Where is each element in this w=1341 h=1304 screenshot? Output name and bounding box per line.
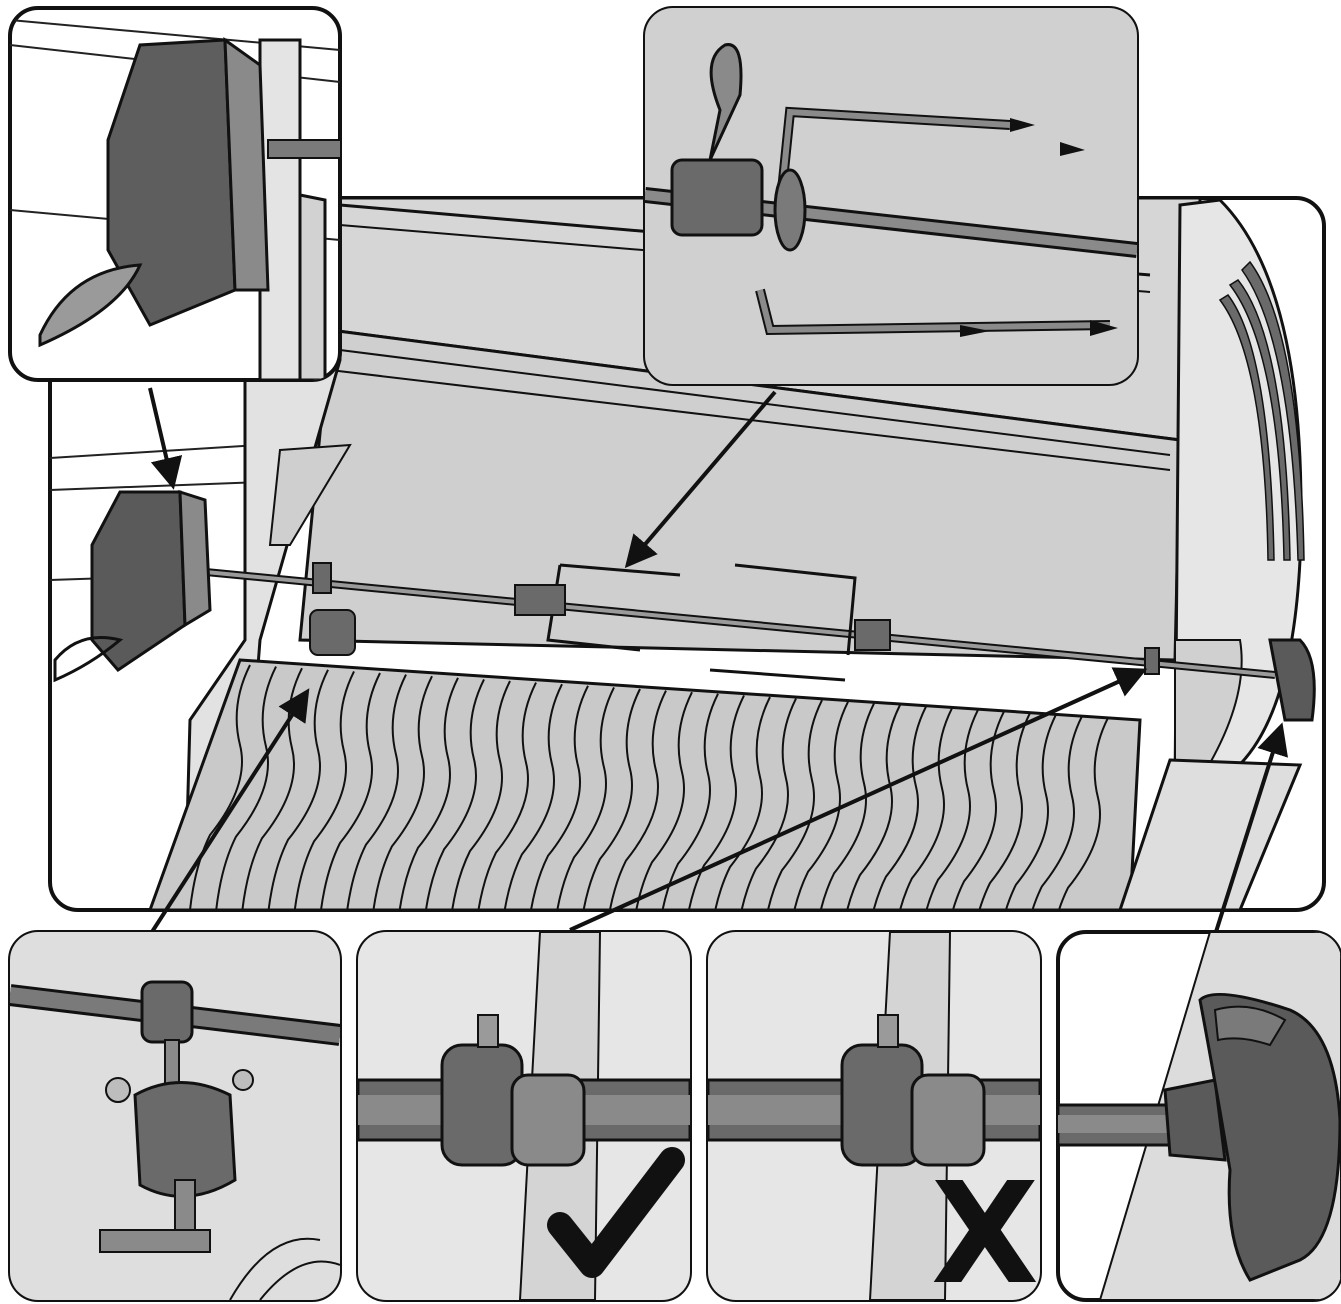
grate-bar [527, 685, 589, 910]
grate-bar [761, 699, 823, 910]
grate-bar [943, 710, 1005, 910]
grate-bar [423, 678, 485, 910]
grate-bar [657, 693, 719, 910]
grate-bar [995, 714, 1057, 910]
collar-correct-position-icon [440, 1043, 524, 1167]
grate-bar [735, 698, 797, 910]
callout-spit-fork [643, 6, 1139, 386]
grate-bar [215, 666, 277, 910]
grate-bar [475, 682, 537, 910]
grate-bar [709, 696, 771, 910]
callout-collar-incorrect: X [706, 930, 1042, 1304]
grate-bar [345, 674, 407, 910]
grate-bar [631, 691, 693, 910]
grate-bar [319, 672, 381, 910]
grate-bar [397, 677, 459, 910]
spit-handle-icon [1198, 992, 1341, 1282]
grate-bar [371, 675, 433, 910]
grate-bar [969, 712, 1031, 910]
x-mark-icon: X [931, 1153, 1039, 1304]
spit-handle [1268, 638, 1316, 722]
callout-collar-correct [356, 930, 692, 1302]
check-mark-icon [547, 1147, 685, 1278]
callout-support-collar [8, 930, 342, 1302]
grate-bar [189, 664, 251, 910]
grate-bar [891, 707, 953, 910]
grate-bar [1047, 717, 1109, 910]
grate-bar [865, 706, 927, 910]
grate-bar [293, 670, 355, 910]
support-collar-icon [133, 1081, 237, 1198]
left-support-bracket [309, 609, 356, 656]
grate-bar [501, 683, 563, 910]
collar-incorrect-position-icon [840, 1043, 924, 1167]
grate-bar [605, 690, 667, 910]
grate-bar [553, 686, 615, 910]
grate-bar [267, 669, 329, 910]
grate-bar [1021, 715, 1083, 910]
callout-motor [8, 6, 342, 382]
callout-handle [1056, 930, 1341, 1302]
grate-bar [683, 694, 745, 910]
grate-bar [787, 701, 849, 910]
grate-bar [839, 704, 901, 910]
grate-bar [813, 702, 875, 910]
grate-bar [449, 680, 511, 910]
callout-arrows [148, 387, 1288, 937]
grate-bar [579, 688, 641, 910]
